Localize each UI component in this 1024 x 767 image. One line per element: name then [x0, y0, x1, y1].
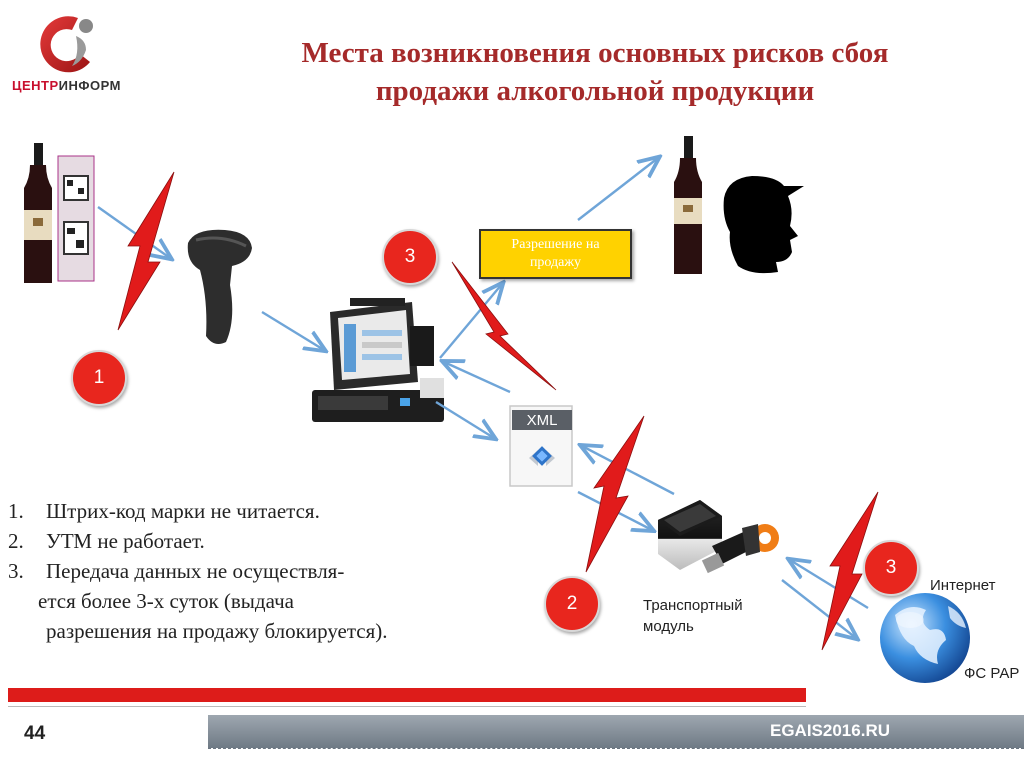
arrow-pos-to-permission — [439, 284, 502, 359]
list-item-continuation: ется более 3-х суток (выдача — [38, 589, 294, 613]
list-item: 2.УТМ не работает. — [8, 529, 205, 553]
list-item: 1.Штрих-код марки не читается. — [8, 499, 320, 523]
xml-file-icon: XML — [509, 405, 573, 487]
excise-stamp-icon — [57, 155, 95, 282]
lightning-icon-3 — [585, 415, 645, 573]
arrow-xml-to-pos — [444, 362, 511, 394]
title-line-1: Места возникновения основных рисков сбоя — [301, 37, 889, 69]
list-item-continuation: разрешения на продажу блокируется). — [46, 619, 388, 643]
logo-icon — [40, 16, 93, 73]
red-divider — [8, 688, 806, 702]
lightning-bolts — [117, 171, 879, 651]
footer-bar — [208, 715, 1024, 748]
arrow-utm-to-internet — [781, 579, 856, 638]
risk-marker-1: 1 — [71, 350, 127, 406]
arrow-utm-to-xml — [582, 446, 675, 496]
logo-text: ЦЕНТРИНФОРМ — [12, 78, 121, 93]
risk-marker-3-bottom: 3 — [863, 540, 919, 596]
wine-bottle-icon — [24, 143, 52, 283]
arrow-permission-to-customer — [577, 158, 658, 221]
barcode-scanner-icon — [187, 229, 252, 344]
arrow-stamp-to-scanner — [97, 206, 170, 258]
page-title: Места возникновения основных рисков сбоя… — [200, 34, 990, 110]
risk-marker-3-top: 3 — [382, 229, 438, 285]
footer-site: EGAIS2016.RU — [770, 721, 890, 740]
globe-icon — [880, 593, 970, 683]
process-diagram: XML — [24, 136, 970, 683]
page-number: 44 — [24, 723, 46, 744]
arrow-pos-to-xml — [435, 400, 494, 438]
internet-label: Интернет — [930, 577, 996, 594]
title-line-2: продажи алкогольной продукции — [375, 75, 815, 107]
transport-module-label: Транспортный модуль — [643, 597, 743, 635]
lightning-icon-2 — [451, 261, 557, 391]
risks-list: 1.Штрих-код марки не читается. 2.УТМ не … — [8, 496, 568, 646]
permission-to-sell-box: Разрешение на продажу — [479, 229, 632, 279]
utm-device-icon — [658, 500, 722, 570]
xml-file-label: XML — [527, 412, 558, 429]
lightning-icon-1 — [117, 171, 175, 331]
thin-divider — [8, 706, 806, 707]
list-item: 3.Передача данных не осуществля- — [8, 559, 345, 583]
arrow-internet-to-utm — [790, 560, 869, 610]
wine-bottle-icon-right — [674, 136, 702, 274]
arrow-scanner-to-pos — [261, 310, 324, 350]
customer-silhouette-icon — [723, 176, 804, 274]
usb-token-icon — [701, 524, 779, 574]
fsrar-label: ФС РАР — [964, 665, 1020, 682]
pos-terminal-icon — [312, 298, 444, 422]
risk-marker-2: 2 — [544, 576, 600, 632]
footer-dash-line — [208, 748, 1024, 749]
lightning-icon-4 — [821, 491, 879, 651]
